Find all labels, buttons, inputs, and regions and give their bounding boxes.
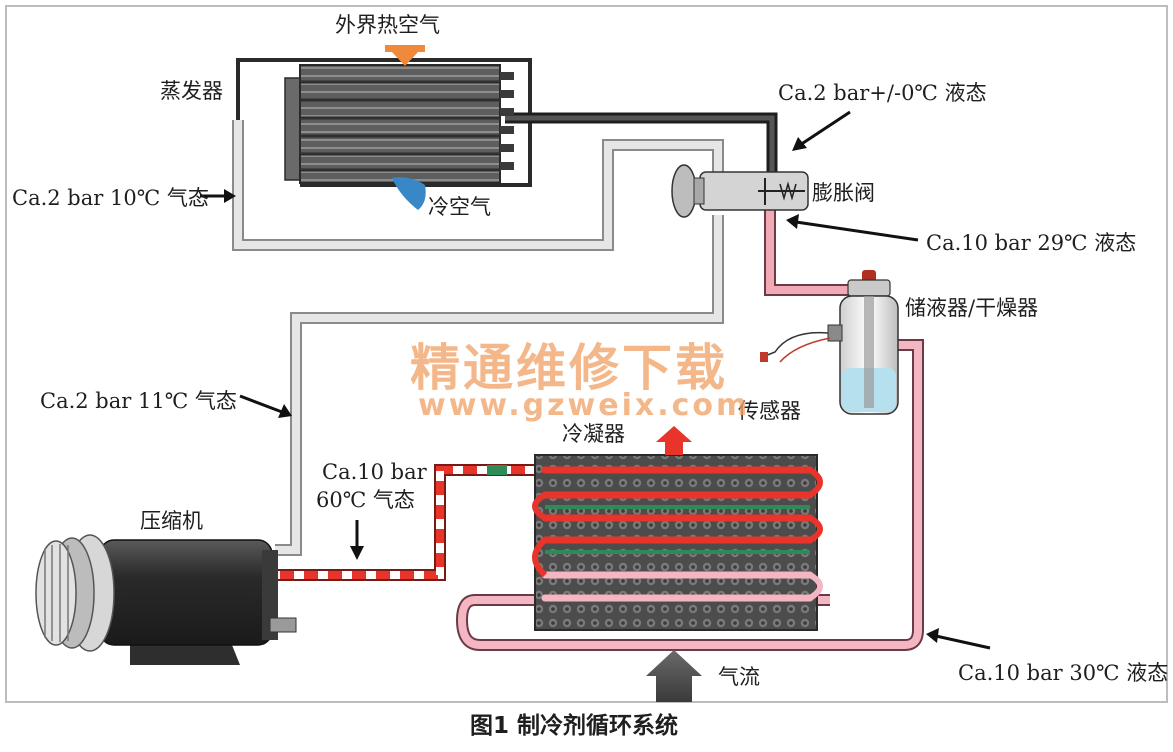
compressor (35, 534, 297, 665)
sensor (760, 324, 843, 363)
label-compressor: 压缩机 (140, 509, 203, 533)
label-cold-air: 冷空气 (428, 195, 491, 219)
hot-air-arrow-icon (385, 45, 425, 66)
condenser (532, 426, 823, 631)
state-discharge-line-1: Ca.10 bar (322, 460, 428, 484)
evaporator-top-pipe (236, 58, 532, 187)
expansion-valve (671, 164, 809, 218)
state-discharge-line-2: 60℃ 气态 (316, 488, 415, 512)
cold-air-arrow-icon (392, 177, 426, 210)
label-condenser: 冷凝器 (562, 422, 625, 446)
state-evap-outlet: Ca.2 bar 10℃ 气态 (12, 186, 209, 210)
condenser-outlet-pipe (455, 339, 924, 651)
evaporator (284, 45, 514, 210)
state-suction-line: Ca.2 bar 11℃ 气态 (40, 389, 237, 413)
discharge-line-pipe (270, 464, 535, 581)
pointer-arrows (200, 110, 991, 650)
figure-border (5, 5, 1168, 703)
airflow-arrow-icon (646, 650, 702, 702)
suction-line-pipe (275, 215, 724, 556)
heat-release-arrow-icon (656, 426, 692, 455)
evaporator-inlet-pipe (505, 112, 778, 175)
evaporator-outlet-pipe (232, 120, 724, 251)
state-valve-inlet: Ca.10 bar 29℃ 液态 (926, 231, 1136, 255)
figure-caption: 图1 制冷剂循环系统 (470, 712, 678, 739)
watermark-url: www.gzweix.com (418, 388, 750, 423)
state-valve-outlet: Ca.2 bar+/-0℃ 液态 (778, 81, 987, 105)
receiver-dryer (839, 270, 899, 415)
label-receiver-dryer: 储液器/干燥器 (905, 296, 1038, 320)
label-sensor: 传感器 (738, 399, 801, 423)
watermark-title: 精通维修下载 (410, 339, 728, 397)
label-evaporator: 蒸发器 (160, 79, 223, 103)
label-expansion-valve: 膨胀阀 (812, 181, 875, 205)
state-condenser-outlet: Ca.10 bar 30℃ 液态 (958, 661, 1168, 685)
label-outside-hot-air: 外界热空气 (335, 13, 440, 37)
label-airflow: 气流 (718, 665, 760, 689)
